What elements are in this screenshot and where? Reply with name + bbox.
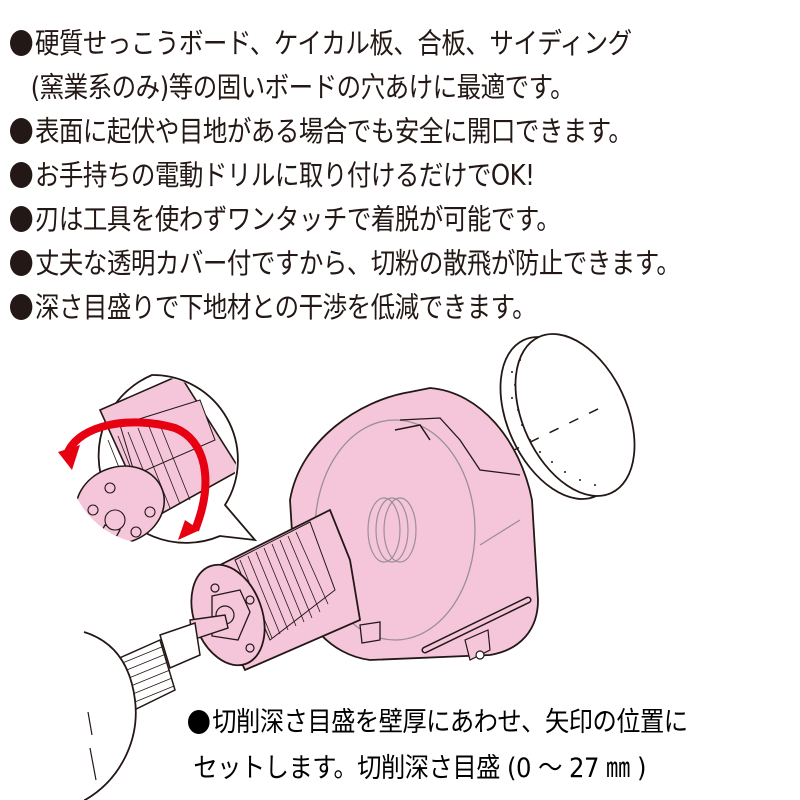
feature-text: 刃は工具を使わずワンタッチで着脱が可能です。 [34,203,561,236]
bullet-icon [188,710,210,734]
caption-text: 切削深さ目盛を壁厚にあわせ、矢印の位置に [212,707,688,738]
feature-text: お手持ちの電動ドリルに取り付けるだけでOK! [34,159,535,192]
bullet-icon [10,162,33,188]
caption-text: セットします。切削深さ目盛 (0 ～ 27 ㎜ ) [193,753,646,784]
feature-item: 表面に起伏や目地がある場合でも安全に開口できます。 [10,110,689,154]
feature-list: 硬質せっこうボード、ケイカル板、合板、サイディング (窯業系のみ)等の固いボード… [10,22,800,330]
product-illustration [58,333,636,800]
feature-text: (窯業系のみ)等の固いボードの穴あけに最適です。 [30,71,575,104]
cut-disc-icon [499,333,636,500]
rotation-arrow-icon [64,418,210,532]
feature-item: 丈夫な透明カバー付ですから、切粉の散飛が防止できます。 [10,242,689,286]
bullet-icon [10,250,33,276]
feature-item: 刃は工具を使わずワンタッチで着脱が可能です。 [10,198,689,242]
feature-item: 深さ目盛りで下地材との干渉を低減できます。 [10,286,689,330]
feature-text: 表面に起伏や目地がある場合でも安全に開口できます。 [34,115,633,148]
bullet-icon [10,294,33,320]
feature-text: 深さ目盛りで下地材との干渉を低減できます。 [34,291,537,324]
caption-line-2: セットします。切削深さ目盛 (0 ～ 27 ㎜ ) [188,746,739,792]
bullet-icon [10,30,33,56]
feature-text: 丈夫な透明カバー付ですから、切粉の散飛が防止できます。 [34,247,681,280]
electric-drill [83,614,229,800]
feature-item: 硬質せっこうボード、ケイカル板、合板、サイディング [10,22,689,66]
bullet-icon [10,118,33,144]
feature-item: お手持ちの電動ドリルに取り付けるだけでOK! [10,154,689,198]
feature-item-continuation: (窯業系のみ)等の固いボードの穴あけに最適です。 [10,66,689,110]
bullet-icon [10,206,33,232]
zoom-callout [58,374,258,544]
depth-dial [190,508,362,672]
depth-scale-caption: 切削深さ目盛を壁厚にあわせ、矢印の位置に セットします。切削深さ目盛 (0 ～ … [188,700,739,792]
feature-text: 硬質せっこうボード、ケイカル板、合板、サイディング [34,27,632,60]
arbor-spring [367,497,417,563]
caption-line-1: 切削深さ目盛を壁厚にあわせ、矢印の位置に [188,700,739,746]
